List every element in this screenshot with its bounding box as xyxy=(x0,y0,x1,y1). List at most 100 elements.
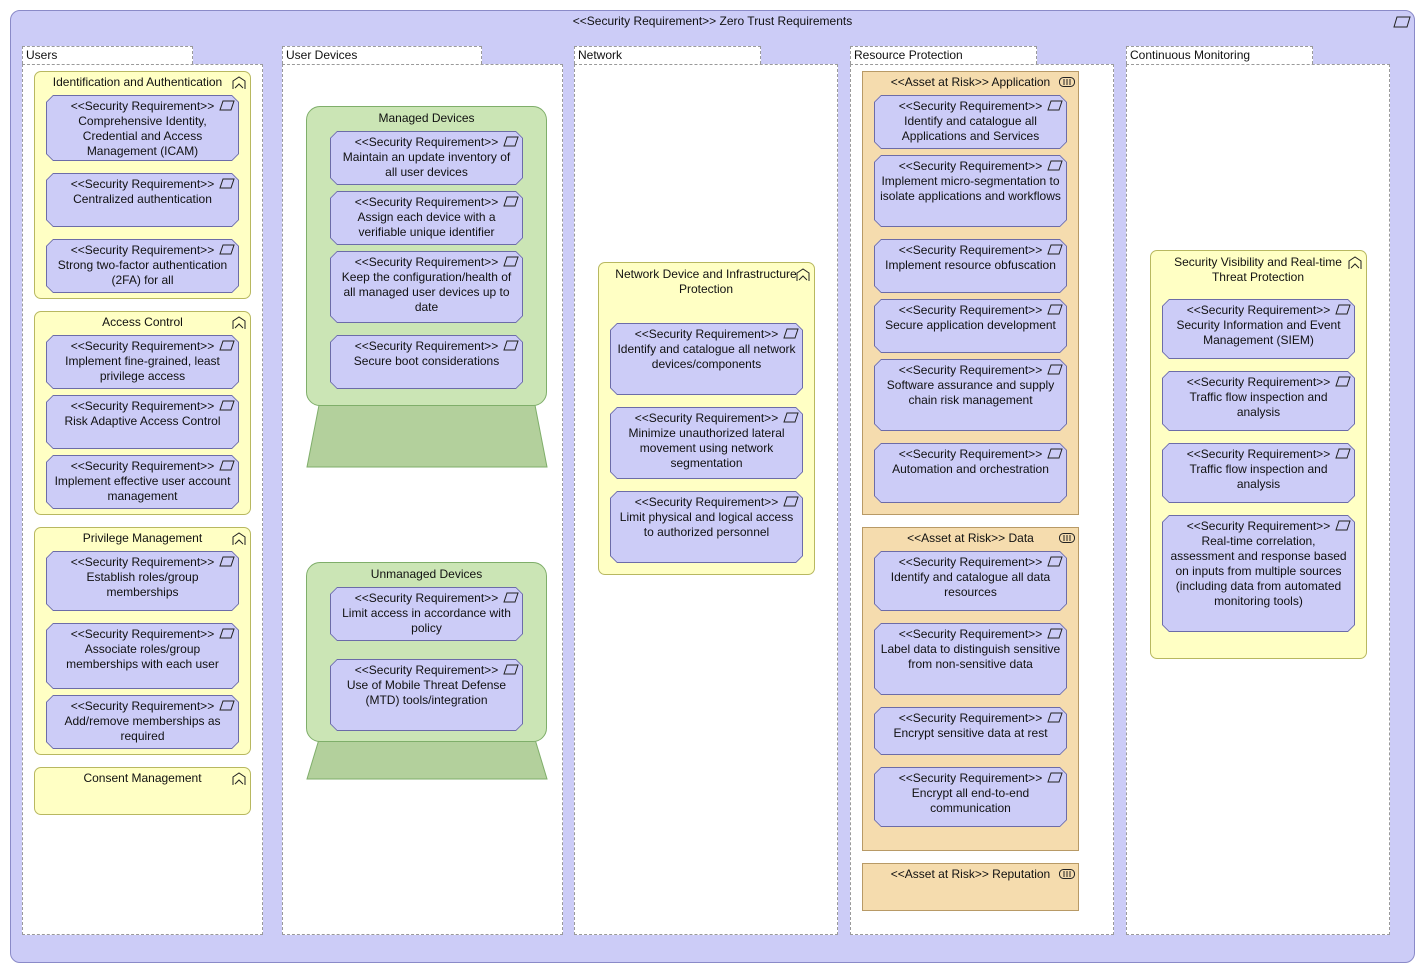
requirement-icon xyxy=(503,592,519,603)
stereotype: <<Security Requirement>> xyxy=(70,99,215,113)
requirement-text: Comprehensive Identity, Credential and A… xyxy=(78,114,207,158)
stereotype: <<Security Requirement>> xyxy=(898,447,1043,461)
lane-tab-network: Network xyxy=(574,46,761,64)
requirement-text: Strong two-factor authentication (2FA) f… xyxy=(57,258,228,287)
requirement-icon xyxy=(219,400,235,411)
requirement-secure-boot[interactable]: <<Security Requirement>>Secure boot cons… xyxy=(330,335,523,389)
stereotype: <<Security Requirement>> xyxy=(634,327,779,341)
requirement-correlation[interactable]: <<Security Requirement>>Real-time correl… xyxy=(1162,515,1355,632)
asset-icon xyxy=(1059,533,1075,543)
requirement-unique-id[interactable]: <<Security Requirement>>Assign each devi… xyxy=(330,191,523,245)
requirement-central-auth[interactable]: <<Security Requirement>>Centralized auth… xyxy=(46,173,239,227)
requirement-text: Limit physical and logical access to aut… xyxy=(619,510,794,539)
requirement-config-health[interactable]: <<Security Requirement>>Keep the configu… xyxy=(330,251,523,323)
requirement-mtd[interactable]: <<Security Requirement>>Use of Mobile Th… xyxy=(330,659,523,731)
requirement-text: Implement micro-segmentation to isolate … xyxy=(880,174,1061,203)
requirement-add-remove[interactable]: <<Security Requirement>>Add/remove membe… xyxy=(46,695,239,749)
group-title: Identification and Authentication xyxy=(52,75,223,89)
requirement-text: Add/remove memberships as required xyxy=(64,714,221,743)
capability-icon xyxy=(796,268,810,282)
requirement-icon xyxy=(503,664,519,675)
requirement-icon xyxy=(1047,712,1063,723)
requirement-data-catalogue[interactable]: <<Security Requirement>>Identify and cat… xyxy=(874,551,1067,611)
requirement-text: Minimize unauthorized lateral movement u… xyxy=(628,426,785,470)
requirement-two-factor[interactable]: <<Security Requirement>>Strong two-facto… xyxy=(46,239,239,293)
diagram-title: <<Security Requirement>> Zero Trust Requ… xyxy=(572,14,853,28)
requirement-limit-access[interactable]: <<Security Requirement>>Limit access in … xyxy=(330,587,523,641)
stereotype: <<Security Requirement>> xyxy=(634,411,779,425)
group-title: Consent Management xyxy=(83,771,202,785)
requirement-icam[interactable]: <<Security Requirement>>Comprehensive Id… xyxy=(46,95,239,161)
capability-icon xyxy=(1348,256,1362,270)
requirement-secure-development[interactable]: <<Security Requirement>>Secure applicati… xyxy=(874,299,1067,353)
requirement-risk-adaptive[interactable]: <<Security Requirement>>Risk Adaptive Ac… xyxy=(46,395,239,449)
requirement-text: Implement fine-grained, least privilege … xyxy=(65,354,220,383)
stereotype: <<Security Requirement>> xyxy=(354,255,499,269)
requirement-text: Maintain an update inventory of all user… xyxy=(342,150,511,179)
requirement-text: Associate roles/group memberships with e… xyxy=(66,642,219,671)
requirement-icon xyxy=(1047,304,1063,315)
requirement-icon xyxy=(219,100,235,111)
requirement-text: Assign each device with a verifiable uni… xyxy=(357,210,496,239)
requirement-text: Real-time correlation, assessment and re… xyxy=(1170,534,1347,608)
requirement-network-catalogue[interactable]: <<Security Requirement>>Identify and cat… xyxy=(610,323,803,395)
requirement-label-data[interactable]: <<Security Requirement>>Label data to di… xyxy=(874,623,1067,695)
stereotype: <<Security Requirement>> xyxy=(1186,375,1331,389)
requirement-traffic-flow-1[interactable]: <<Security Requirement>>Traffic flow ins… xyxy=(1162,371,1355,431)
stereotype: <<Security Requirement>> xyxy=(898,627,1043,641)
requirement-icon xyxy=(503,256,519,267)
stereotype: <<Security Requirement>> xyxy=(70,399,215,413)
requirement-icon xyxy=(219,556,235,567)
requirement-roles[interactable]: <<Security Requirement>>Establish roles/… xyxy=(46,551,239,611)
capability-icon xyxy=(232,76,246,90)
requirement-physical-access[interactable]: <<Security Requirement>>Limit physical a… xyxy=(610,491,803,563)
requirement-encrypt-rest[interactable]: <<Security Requirement>>Encrypt sensitiv… xyxy=(874,707,1067,755)
stereotype: <<Security Requirement>> xyxy=(898,243,1043,257)
stereotype: <<Security Requirement>> xyxy=(354,591,499,605)
requirement-text: Automation and orchestration xyxy=(892,462,1049,476)
requirement-text: Use of Mobile Threat Defense (MTD) tools… xyxy=(346,678,507,707)
stereotype: <<Security Requirement>> xyxy=(898,303,1043,317)
device-title: Managed Devices xyxy=(378,111,475,125)
lane-tab-resource-protection: Resource Protection xyxy=(850,46,1037,64)
capability-icon xyxy=(232,316,246,330)
requirement-icon xyxy=(1393,16,1411,28)
asset-title: <<Asset at Risk>> Reputation xyxy=(890,867,1051,881)
requirement-text: Establish roles/group memberships xyxy=(86,570,199,599)
requirement-text: Secure boot considerations xyxy=(353,354,500,368)
requirement-micro-segmentation[interactable]: <<Security Requirement>>Implement micro-… xyxy=(874,155,1067,227)
requirement-inventory[interactable]: <<Security Requirement>>Maintain an upda… xyxy=(330,131,523,185)
requirement-text: Software assurance and supply chain risk… xyxy=(886,378,1055,407)
requirement-text: Limit access in accordance with policy xyxy=(342,606,511,635)
requirement-icon xyxy=(1047,160,1063,171)
requirement-siem[interactable]: <<Security Requirement>>Security Informa… xyxy=(1162,299,1355,359)
requirement-app-catalogue[interactable]: <<Security Requirement>>Identify and cat… xyxy=(874,95,1067,149)
stereotype: <<Security Requirement>> xyxy=(70,627,215,641)
stereotype: <<Security Requirement>> xyxy=(354,195,499,209)
stereotype: <<Security Requirement>> xyxy=(70,555,215,569)
requirement-icon xyxy=(219,340,235,351)
requirement-text: Risk Adaptive Access Control xyxy=(64,414,221,428)
requirement-supply-chain[interactable]: <<Security Requirement>>Software assuran… xyxy=(874,359,1067,431)
capability-icon xyxy=(232,532,246,546)
requirement-icon xyxy=(1335,520,1351,531)
requirement-icon xyxy=(783,496,799,507)
requirement-lateral-movement[interactable]: <<Security Requirement>>Minimize unautho… xyxy=(610,407,803,479)
requirement-traffic-flow-2[interactable]: <<Security Requirement>>Traffic flow ins… xyxy=(1162,443,1355,503)
requirement-automation[interactable]: <<Security Requirement>>Automation and o… xyxy=(874,443,1067,503)
requirement-text: Identify and catalogue all data resource… xyxy=(890,570,1051,599)
stereotype: <<Security Requirement>> xyxy=(1186,519,1331,533)
stereotype: <<Security Requirement>> xyxy=(634,495,779,509)
requirement-user-account[interactable]: <<Security Requirement>>Implement effect… xyxy=(46,455,239,509)
requirement-associate-roles[interactable]: <<Security Requirement>>Associate roles/… xyxy=(46,623,239,689)
stereotype: <<Security Requirement>> xyxy=(70,243,215,257)
requirement-least-privilege[interactable]: <<Security Requirement>>Implement fine-g… xyxy=(46,335,239,389)
requirement-icon xyxy=(1047,364,1063,375)
group-title: Access Control xyxy=(102,315,183,329)
group-title: Network Device and Infrastructure Protec… xyxy=(615,267,797,296)
requirement-encrypt-e2e[interactable]: <<Security Requirement>>Encrypt all end-… xyxy=(874,767,1067,827)
stereotype: <<Security Requirement>> xyxy=(354,663,499,677)
requirement-obfuscation[interactable]: <<Security Requirement>>Implement resour… xyxy=(874,239,1067,293)
stereotype: <<Security Requirement>> xyxy=(1186,447,1331,461)
group-consent-management xyxy=(34,767,251,815)
